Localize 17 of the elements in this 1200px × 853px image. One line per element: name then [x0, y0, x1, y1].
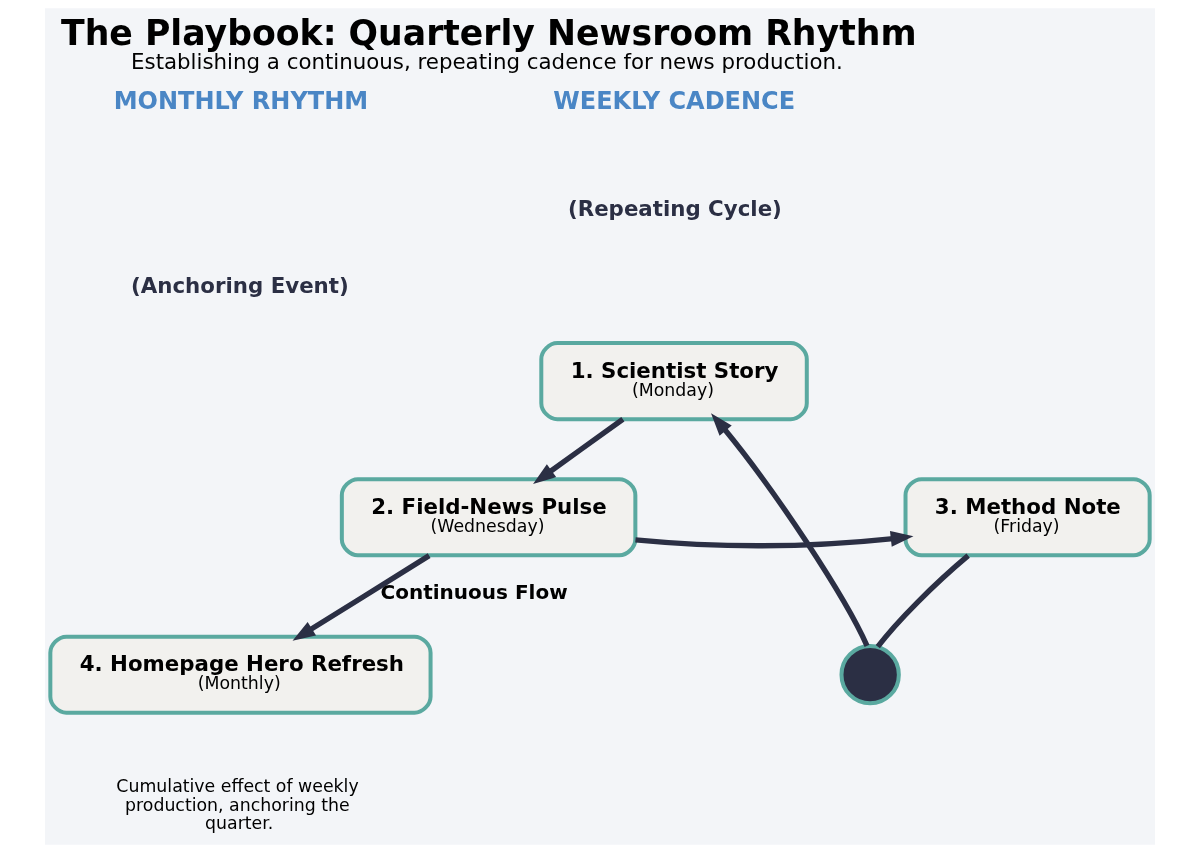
- node-box: 3. Method Note (Friday): [903, 477, 1152, 558]
- arrow: [635, 530, 914, 549]
- arrow: [292, 553, 431, 641]
- node-box: 4. Homepage Hero Refresh (Monthly): [48, 634, 433, 715]
- arrow: [533, 417, 625, 484]
- node-box: 2. Field-News Pulse (Wednesday): [339, 477, 638, 558]
- node-label: Cumulative effect of weekly production, anchoring the quarter.: [116, 775, 359, 834]
- label: (Repeating Cycle): [567, 196, 782, 222]
- node-circle: [839, 643, 901, 706]
- node-box: 1. Scientist Story (Monday): [539, 341, 809, 422]
- label: (Anchoring Event): [131, 273, 349, 299]
- arrow: [711, 413, 870, 648]
- connector: [875, 553, 970, 649]
- edge-label: Continuous Flow: [380, 580, 568, 605]
- label: MONTHLY RHYTHM: [113, 86, 369, 115]
- label: WEEKLY CADENCE: [553, 86, 796, 115]
- diagram-title: The Playbook: Quarterly Newsroom Rhythm: [61, 13, 917, 54]
